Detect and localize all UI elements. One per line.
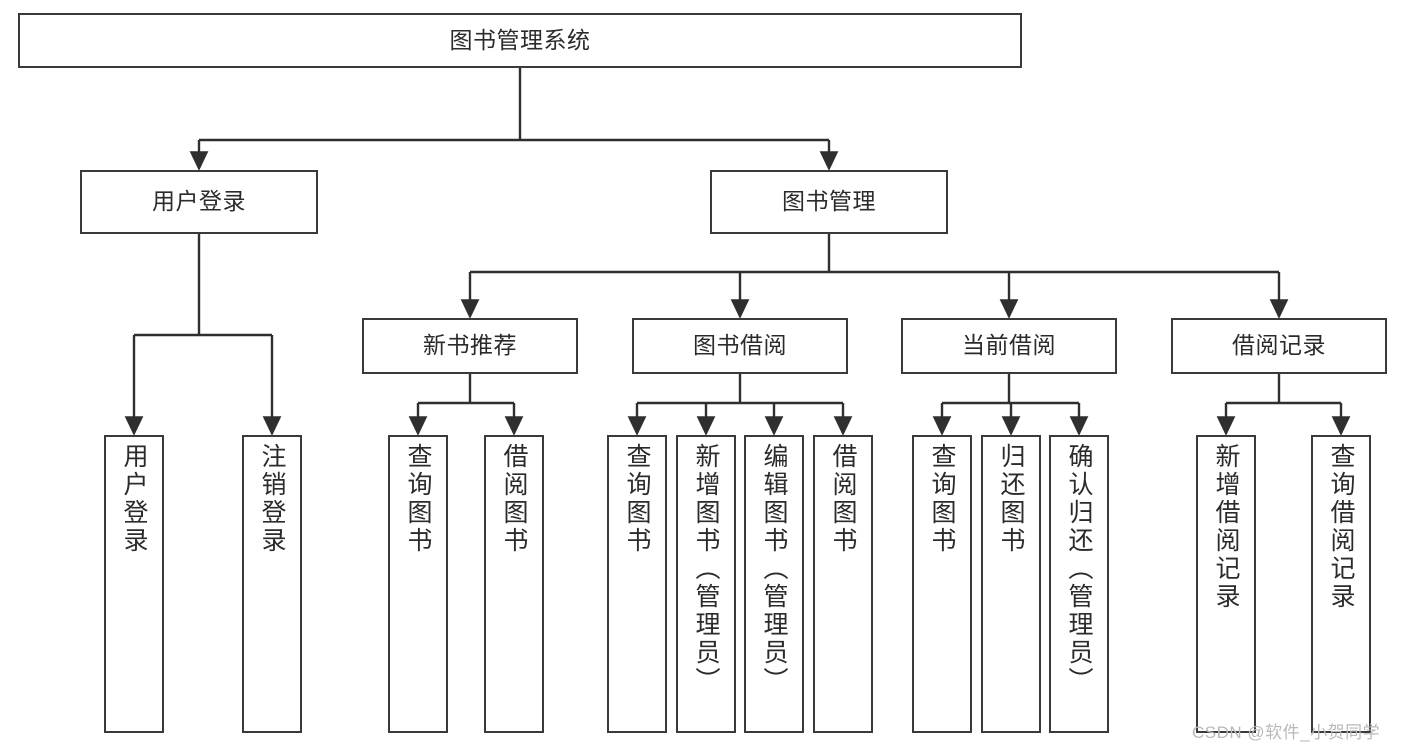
- node-label: 归还图书: [997, 443, 1025, 555]
- node-leaf-borrow-book-2[interactable]: 借阅图书: [813, 435, 873, 733]
- node-label: 借阅图书: [500, 443, 528, 555]
- node-label: 新增图书（管理员）: [692, 443, 720, 695]
- node-leaf-add-book[interactable]: 新增图书（管理员）: [676, 435, 736, 733]
- node-label: 图书管理系统: [449, 26, 591, 53]
- node-new-book-rec[interactable]: 新书推荐: [362, 318, 578, 374]
- node-current-borrow[interactable]: 当前借阅: [901, 318, 1117, 374]
- node-label: 用户登录: [152, 188, 246, 215]
- node-leaf-add-record[interactable]: 新增借阅记录: [1196, 435, 1256, 733]
- node-leaf-confirm-return[interactable]: 确认归还（管理员）: [1049, 435, 1109, 733]
- node-book-manage[interactable]: 图书管理: [710, 170, 948, 234]
- node-leaf-user-logout[interactable]: 注销登录: [242, 435, 302, 733]
- node-leaf-borrow-book-1[interactable]: 借阅图书: [484, 435, 544, 733]
- node-leaf-query-book-1[interactable]: 查询图书: [388, 435, 448, 733]
- node-book-borrow[interactable]: 图书借阅: [632, 318, 848, 374]
- node-leaf-query-record[interactable]: 查询借阅记录: [1311, 435, 1371, 733]
- node-label: 图书借阅: [693, 332, 787, 359]
- node-label: 注销登录: [258, 443, 286, 555]
- node-borrow-record[interactable]: 借阅记录: [1171, 318, 1387, 374]
- node-label: 查询图书: [928, 443, 956, 555]
- node-label: 借阅图书: [829, 443, 857, 555]
- edge-group: [124, 68, 1351, 436]
- node-label: 查询图书: [404, 443, 432, 555]
- node-leaf-query-book-2[interactable]: 查询图书: [607, 435, 667, 733]
- node-label: 用户登录: [120, 443, 148, 555]
- node-label: 查询图书: [623, 443, 651, 555]
- node-leaf-user-login[interactable]: 用户登录: [104, 435, 164, 733]
- node-label: 确认归还（管理员）: [1065, 443, 1093, 695]
- node-root[interactable]: 图书管理系统: [18, 13, 1022, 68]
- node-label: 图书管理: [782, 188, 876, 215]
- watermark: CSDN @软件_小贺同学: [1192, 723, 1381, 742]
- node-label: 编辑图书（管理员）: [760, 443, 788, 695]
- node-leaf-edit-book[interactable]: 编辑图书（管理员）: [744, 435, 804, 733]
- node-label: 借阅记录: [1232, 332, 1326, 359]
- node-label: 新书推荐: [423, 332, 517, 359]
- node-leaf-return-book[interactable]: 归还图书: [981, 435, 1041, 733]
- node-label: 当前借阅: [962, 332, 1056, 359]
- node-label: 查询借阅记录: [1327, 443, 1355, 611]
- node-label: 新增借阅记录: [1212, 443, 1240, 611]
- node-user-login[interactable]: 用户登录: [80, 170, 318, 234]
- node-leaf-query-book-3[interactable]: 查询图书: [912, 435, 972, 733]
